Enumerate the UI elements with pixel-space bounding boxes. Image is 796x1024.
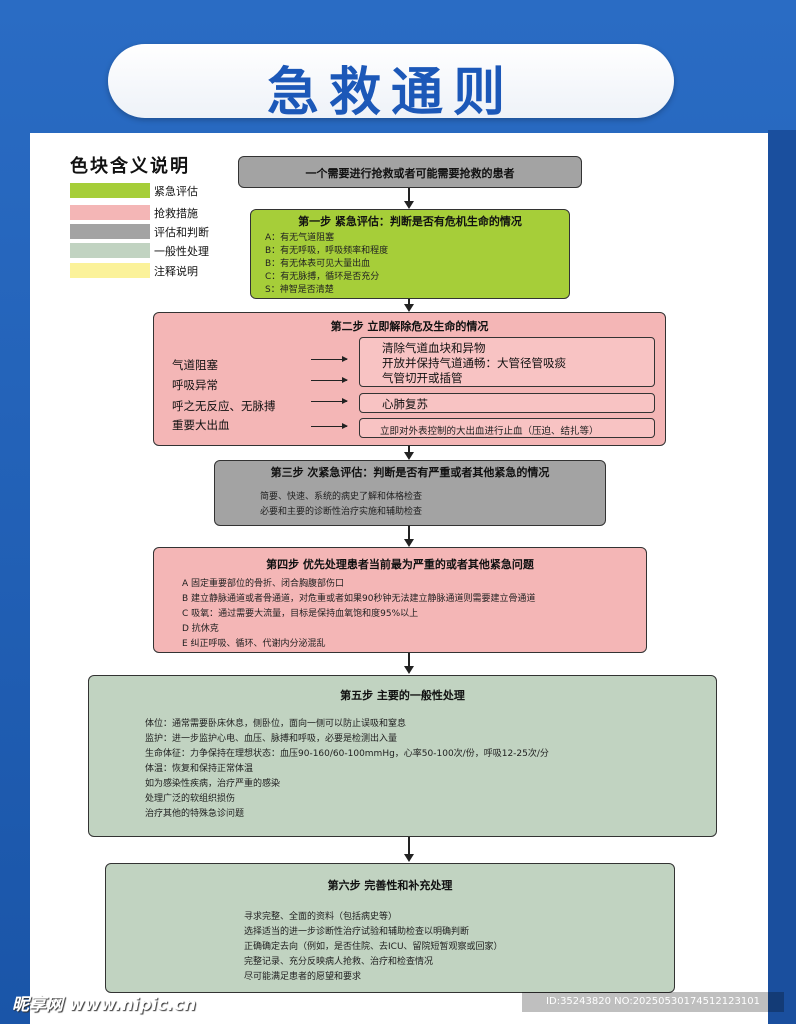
step1-line: C：有无脉搏，循环是否充分 [265,272,380,282]
step5-line: 治疗其他的特殊急诊问题 [145,809,245,819]
watermark-logo: 昵享网 www.nipic.cn [12,995,197,1015]
step1-line: B：有无呼吸，呼吸频率和程度 [265,246,389,256]
arrow-down-icon [404,666,414,674]
step3-line: 必要和主要的诊断性治疗实施和辅助检查 [260,507,423,517]
watermark-id: ID:35243820 NO:20250530174512123101 [522,992,784,1012]
step6-line: 尽可能满足患者的愿望和要求 [244,972,362,982]
step3-title: 第三步 次紧急评估：判断是否有严重或者其他紧急的情况 [270,466,550,479]
bleeding-action: 立即对外表控制的大出血进行止血（压迫、结扎等） [380,426,599,437]
step4-line: C 吸氧：通过需要大流量，目标是保持血氧饱和度95%以上 [182,609,419,619]
arrow-right-icon [311,377,348,383]
airway-actions-box: 清除气道血块和异物 开放并保持气道通畅：大管径管吸痰 气管切开或插管 [359,337,655,387]
legend-label-general: 一般性处理 [154,245,209,258]
step1-title: 第一步 紧急评估：判断是否有危机生命的情况 [298,215,522,228]
connector [408,446,410,453]
arrow-right-icon [311,356,348,362]
step2-condition: 气道阻塞 [172,358,218,372]
step2-title: 第二步 立即解除危及生命的情况 [330,320,489,333]
legend-title: 色块含义说明 [70,156,190,177]
step5-line: 生命体征：力争保持在理想状态：血压90-160/60-100mmHg，心率50-… [145,749,549,759]
start-box: 一个需要进行抢救或者可能需要抢救的患者 [238,156,582,188]
step3-box: 第三步 次紧急评估：判断是否有严重或者其他紧急的情况 简要、快速、系统的病史了解… [214,460,606,526]
step6-line: 正确确定去向（例如，是否住院、去ICU、留院短暂观察或回家） [244,942,503,952]
arrow-down-icon [404,452,414,460]
legend-swatch-emergency [70,183,150,198]
cpr-action: 心肺复苏 [382,397,428,411]
step4-title: 第四步 优先处理患者当前最为严重的或者其他紧急问题 [266,558,534,571]
arrow-down-icon [404,201,414,209]
legend-swatch-assessment [70,224,150,239]
step6-line: 选择适当的进一步诊断性治疗试验和辅助检查以明确判断 [244,927,470,937]
bleeding-box: 立即对外表控制的大出血进行止血（压迫、结扎等） [359,418,655,438]
step2-condition: 呼之无反应、无脉搏 [172,399,276,413]
step5-line: 如为感染性疾病，治疗严重的感染 [145,779,281,789]
step2-condition: 呼吸异常 [172,378,218,392]
arrow-down-icon [404,854,414,862]
start-text: 一个需要进行抢救或者可能需要抢救的患者 [305,167,515,180]
arrow-down-icon [404,304,414,312]
cpr-box: 心肺复苏 [359,393,655,413]
legend-swatch-rescue [70,205,150,220]
step1-box: 第一步 紧急评估：判断是否有危机生命的情况 A：有无气道阻塞 B：有无呼吸，呼吸… [250,209,570,299]
step1-line: A：有无气道阻塞 [265,233,335,243]
connector [408,837,410,855]
step4-line: B 建立静脉通道或者骨通道，对危重或者如果90秒钟无法建立静脉通道则需要建立骨通… [182,594,536,604]
connector [408,526,410,540]
step5-line: 监护：进一步监护心电、血压、脉搏和呼吸，必要是检测出入量 [145,734,398,744]
step6-title: 第六步 完善性和补充处理 [327,879,453,892]
step3-line: 简要、快速、系统的病史了解和体格检查 [260,492,423,502]
step5-line: 体位：通常需要卧床休息，侧卧位，面向一侧可以防止误吸和窒息 [145,719,407,729]
step4-line: A 固定重要部位的骨折、闭合胸腹部伤口 [182,579,345,589]
legend-label-assessment: 评估和判断 [154,226,209,239]
step4-line: D 抗休克 [182,624,219,634]
step5-line: 体温：恢复和保持正常体温 [145,764,254,774]
connector [408,653,410,667]
title-banner: 急救通则 [108,44,674,123]
arrow-right-icon [311,398,348,404]
step4-box: 第四步 优先处理患者当前最为严重的或者其他紧急问题 A 固定重要部位的骨折、闭合… [153,547,647,653]
arrow-down-icon [404,539,414,547]
step5-line: 处理广泛的软组织损伤 [145,794,236,804]
step6-line: 完整记录、充分反映病人抢救、治疗和检查情况 [244,957,434,967]
legend-label-note: 注释说明 [154,265,198,278]
airway-action: 清除气道血块和异物 [382,341,486,355]
step6-box: 第六步 完善性和补充处理 寻求完整、全面的资料（包括病史等） 选择适当的进一步诊… [105,863,675,993]
airway-action: 气管切开或插管 [382,371,463,385]
step5-box: 第五步 主要的一般性处理 体位：通常需要卧床休息，侧卧位，面向一侧可以防止误吸和… [88,675,717,837]
arrow-right-icon [311,423,348,429]
step2-condition: 重要大出血 [172,418,230,432]
step1-line: S：神智是否清楚 [265,285,334,295]
airway-action: 开放并保持气道通畅：大管径管吸痰 [382,356,566,370]
page-title: 急救通则 [266,63,515,123]
legend-label-emergency: 紧急评估 [154,185,198,198]
step6-line: 寻求完整、全面的资料（包括病史等） [244,912,398,922]
legend-label-rescue: 抢救措施 [154,207,198,220]
legend-swatch-note [70,263,150,278]
step4-line: E 纠正呼吸、循环、代谢内分泌混乱 [182,639,326,649]
legend-swatch-general [70,243,150,258]
connector [408,299,410,305]
frame-edge [768,130,796,1024]
step1-line: B：有无体表可见大量出血 [265,259,371,269]
connector [408,188,410,202]
step2-box: 第二步 立即解除危及生命的情况 气道阻塞 呼吸异常 呼之无反应、无脉搏 重要大出… [153,312,666,446]
step5-title: 第五步 主要的一般性处理 [340,689,465,702]
